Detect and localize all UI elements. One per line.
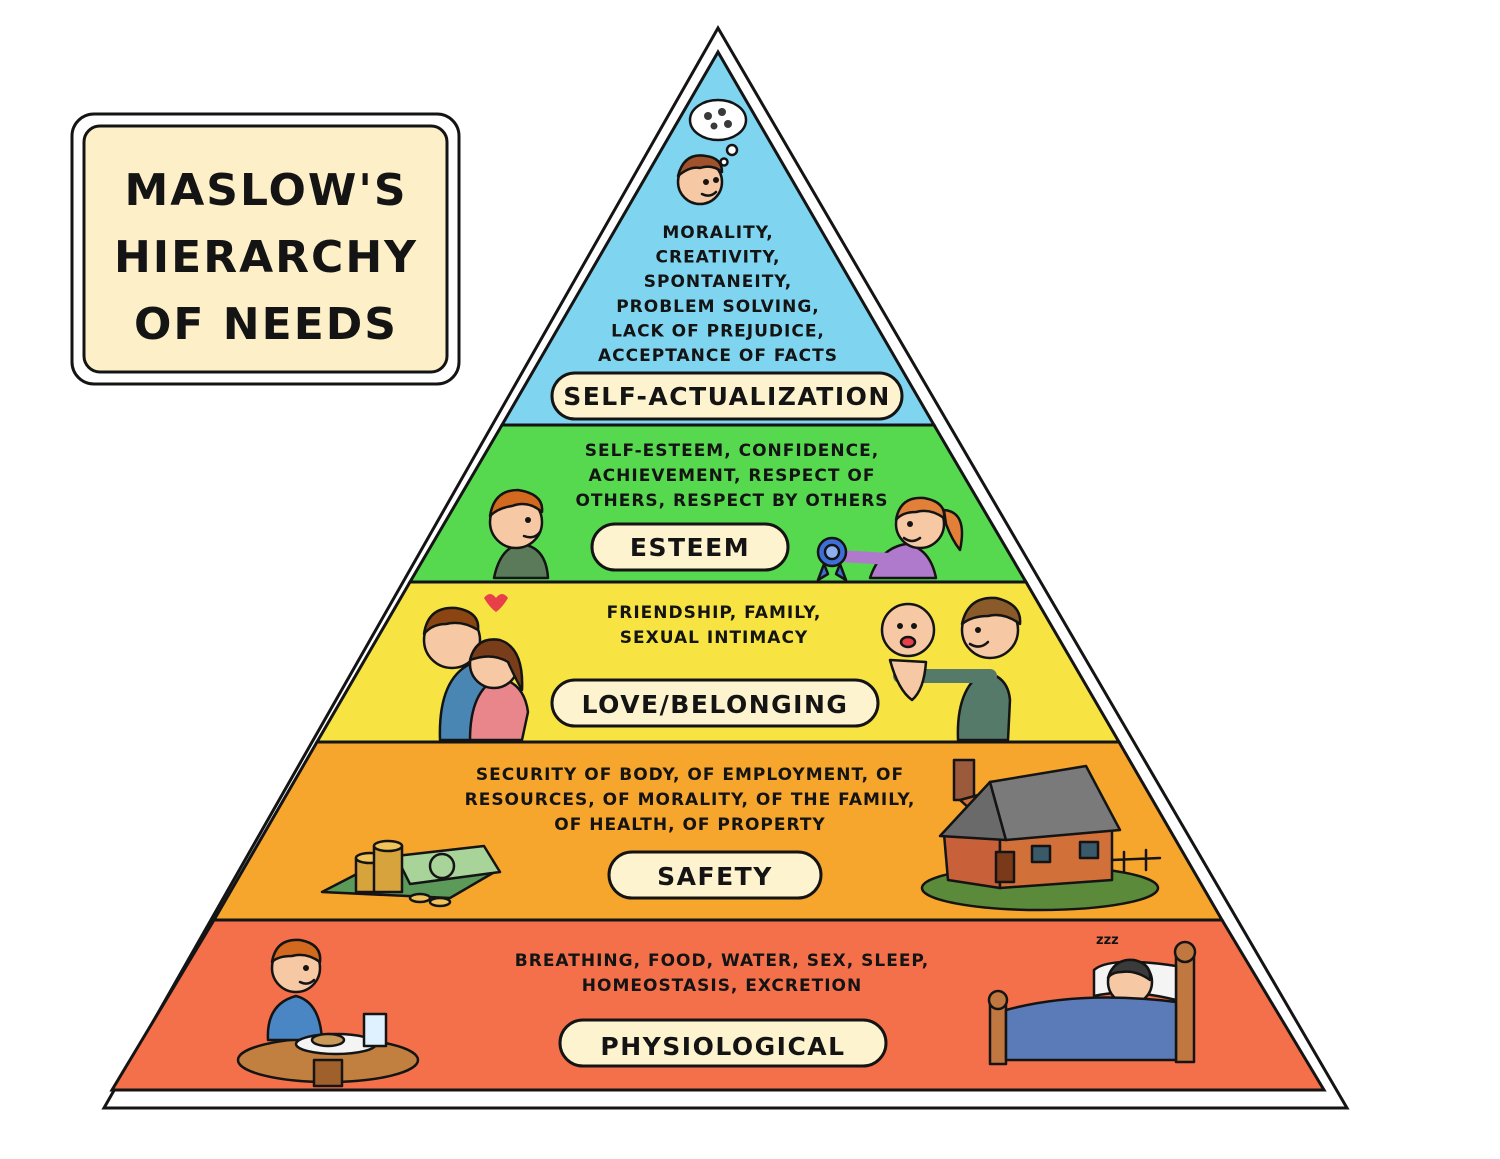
self-actualization-description-line: SPONTANEITY, <box>644 272 793 292</box>
love-belonging-description-line: SEXUAL INTIMACY <box>620 628 809 648</box>
physiological-description-line: HOMEOSTASIS, EXCRETION <box>582 976 862 996</box>
boy-eating-illustration <box>236 938 420 1088</box>
thinking-boy-illustration <box>676 98 748 206</box>
self-actualization-description-line: LACK OF PREJUDICE, <box>611 321 825 341</box>
self-actualization-description-line: PROBLEM SOLVING, <box>616 297 820 317</box>
man-baby-illustration <box>880 596 1022 742</box>
money-coins-illustration <box>320 839 502 908</box>
esteem-description-line: ACHIEVEMENT, RESPECT OF <box>589 466 876 486</box>
physiological-label: PHYSIOLOGICAL <box>600 1032 845 1061</box>
esteem-label-pill <box>590 522 790 572</box>
self-actualization-label: SELF-ACTUALIZATION <box>563 382 891 411</box>
title-line-3: OF NEEDS <box>134 299 398 350</box>
esteem-label: ESTEEM <box>630 533 750 562</box>
level-self-actualization: MORALITY, CREATIVITY, SPONTANEITY, PROBLEM … <box>550 223 904 421</box>
level-safety: SECURITY OF BODY, OF EMPLOYMENT, OF RESOU… <box>465 765 916 900</box>
girl-ribbon-illustration <box>816 496 964 582</box>
boy-esteem-illustration <box>488 488 550 580</box>
love-belonging-label-pill <box>550 678 880 728</box>
sleeping-boy-illustration: zzz <box>987 933 1197 1066</box>
title-line-1: MASLOW'S <box>124 165 407 216</box>
level-texts: MORALITY, CREATIVITY, SPONTANEITY, PROBLEM … <box>465 223 929 1068</box>
self-actualization-description-line: ACCEPTANCE OF FACTS <box>598 346 838 366</box>
safety-description-line: SECURITY OF BODY, OF EMPLOYMENT, OF <box>476 765 904 785</box>
self-actualization-description-line: MORALITY, <box>662 223 773 243</box>
self-actualization-label-pill <box>550 371 904 421</box>
physiological-description-line: BREATHING, FOOD, WATER, SEX, SLEEP, <box>515 951 929 971</box>
title-line-2: HIERARCHY <box>114 232 418 283</box>
hugging-couple-illustration <box>422 594 530 742</box>
physiological-label-pill <box>558 1018 888 1068</box>
safety-description-line: RESOURCES, OF MORALITY, OF THE FAMILY, <box>465 790 916 810</box>
safety-label: SAFETY <box>657 862 773 891</box>
esteem-description-line: SELF-ESTEEM, CONFIDENCE, <box>585 441 879 461</box>
title-box: MASLOW'S HIERARCHY OF NEEDS <box>70 112 461 386</box>
level-physiological: BREATHING, FOOD, WATER, SEX, SLEEP, HOMEO… <box>515 951 929 1068</box>
sleep-zzz: zzz <box>1096 933 1119 948</box>
safety-label-pill <box>607 850 823 900</box>
house-illustration <box>920 758 1162 912</box>
level-esteem: SELF-ESTEEM, CONFIDENCE, ACHIEVEMENT, RES… <box>575 441 888 572</box>
safety-description-line: OF HEALTH, OF PROPERTY <box>554 815 826 835</box>
esteem-description-line: OTHERS, RESPECT BY OTHERS <box>575 491 888 511</box>
self-actualization-description-line: CREATIVITY, <box>656 248 781 268</box>
love-belonging-label: LOVE/BELONGING <box>582 690 849 719</box>
love-belonging-description-line: FRIENDSHIP, FAMILY, <box>607 603 822 623</box>
level-love-belonging: FRIENDSHIP, FAMILY, SEXUAL INTIMACY LOVE/B… <box>550 603 880 728</box>
